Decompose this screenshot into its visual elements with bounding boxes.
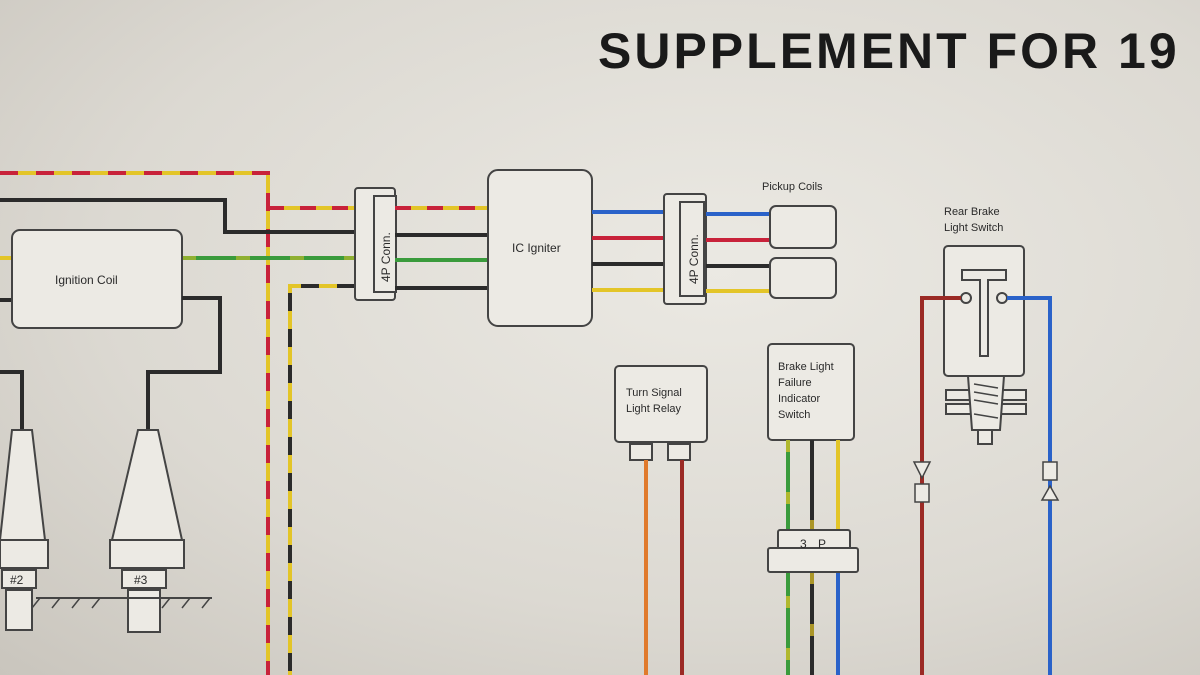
connector-4p-right: 4P Conn. (663, 193, 707, 305)
rear-brake-switch (943, 245, 1027, 445)
pickup-coil-2 (769, 257, 837, 299)
turn-relay-label-1: Turn Signal (626, 387, 682, 399)
ignition-coil-label: Ignition Coil (55, 273, 118, 287)
brake-failure-label-2: Failure (778, 377, 812, 389)
pickup-coils-label: Pickup Coils (762, 181, 823, 193)
bullet-connector-left (912, 461, 932, 503)
rear-brake-label-1: Rear Brake (944, 206, 1000, 218)
rear-brake-label-2: Light Switch (944, 222, 1003, 234)
plug-2-label: #2 (10, 573, 24, 587)
wire-blue-rear (1007, 296, 1052, 675)
wire-black-upper (0, 198, 355, 234)
pickup-coil-1 (769, 205, 837, 249)
brake-failure-switch: Brake Light Failure Indicator Switch (767, 343, 855, 441)
turn-relay-label-2: Light Relay (626, 403, 682, 415)
conn-left-label: 4P Conn. (379, 232, 393, 282)
brake-failure-label-4: Switch (778, 409, 810, 421)
conn-right-label: 4P Conn. (687, 234, 701, 284)
brake-failure-label-3: Indicator (778, 393, 821, 405)
wire-black-yellow (288, 284, 355, 675)
ignition-coil (11, 229, 183, 329)
spark-plug-3: #3 (109, 429, 185, 633)
wire-brown-red-rear (920, 296, 961, 675)
spark-plug-2: #2 (0, 429, 49, 631)
turn-signal-relay: Turn Signal Light Relay (614, 365, 708, 461)
page-title: SUPPLEMENT FOR 19 (598, 23, 1180, 79)
brake-failure-label-1: Brake Light (778, 361, 834, 373)
plug-3-label: #3 (134, 573, 148, 587)
conn-3p-label: 3 P (800, 537, 830, 551)
bullet-connector-right (1040, 461, 1060, 501)
connector-4p-left: 4P Conn. (354, 187, 397, 301)
ic-igniter (487, 169, 593, 327)
ic-igniter-label: IC Igniter (512, 241, 561, 255)
connector-3p: 3 P (767, 529, 859, 573)
